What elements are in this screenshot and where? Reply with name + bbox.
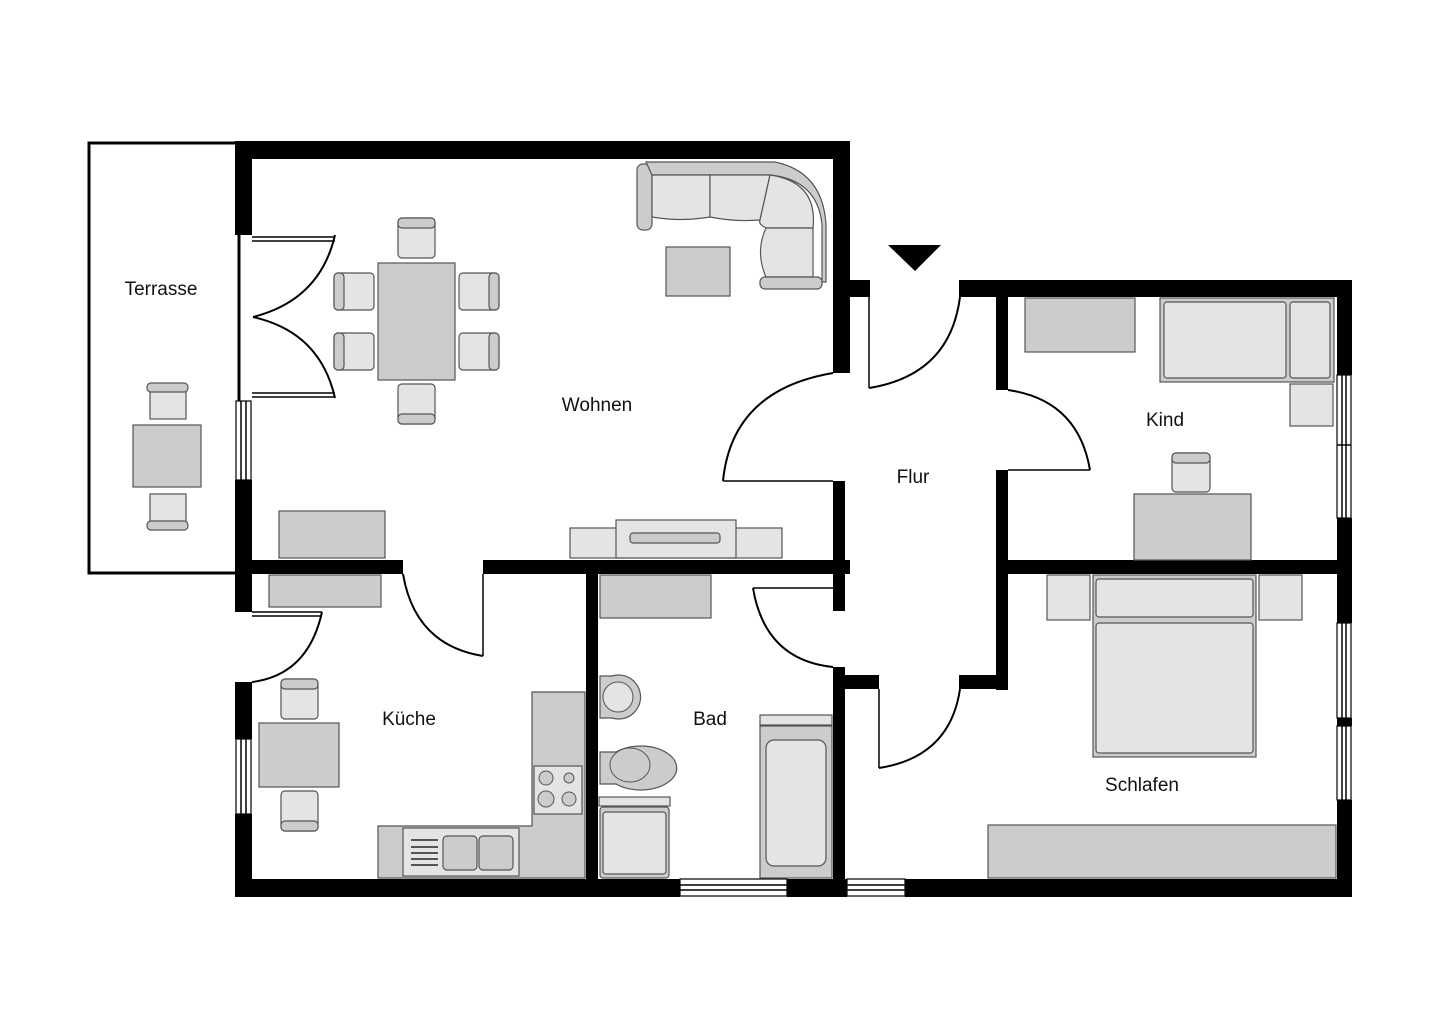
corner-sofa xyxy=(636,161,827,290)
bathtub xyxy=(759,714,833,879)
kueche-table-set xyxy=(258,678,340,832)
room-label-bad: Bad xyxy=(693,709,727,730)
kind-bed xyxy=(1159,297,1335,383)
windows xyxy=(235,374,1352,897)
room-label-wohnen: Wohnen xyxy=(561,395,633,416)
tv-unit xyxy=(569,519,783,559)
doors xyxy=(251,234,1091,769)
toilet xyxy=(599,745,678,791)
walls xyxy=(235,141,1352,897)
double-bed xyxy=(1046,574,1303,758)
dining-table-set xyxy=(333,217,500,425)
entrance-marker-icon xyxy=(888,245,941,271)
wardrobe xyxy=(987,824,1337,879)
sideboard xyxy=(278,510,386,559)
bad-cabinet xyxy=(599,574,712,619)
coffee-table xyxy=(665,246,731,297)
room-label-schlafen: Schlafen xyxy=(1105,775,1179,796)
terrace-table-set xyxy=(132,382,202,531)
room-label-kind: Kind xyxy=(1145,410,1185,431)
shower xyxy=(598,796,671,879)
kind-nightstand xyxy=(1289,383,1334,427)
washbasin xyxy=(599,674,642,720)
room-label-terrasse: Terrasse xyxy=(124,279,198,300)
kind-dresser xyxy=(1024,297,1136,353)
kind-desk-set xyxy=(1133,452,1252,561)
room-label-flur: Flur xyxy=(896,467,930,488)
room-label-kueche: Küche xyxy=(382,709,436,730)
kitchen-counter xyxy=(377,691,586,879)
terrace-outline xyxy=(87,141,241,575)
kueche-cabinet xyxy=(268,574,382,608)
